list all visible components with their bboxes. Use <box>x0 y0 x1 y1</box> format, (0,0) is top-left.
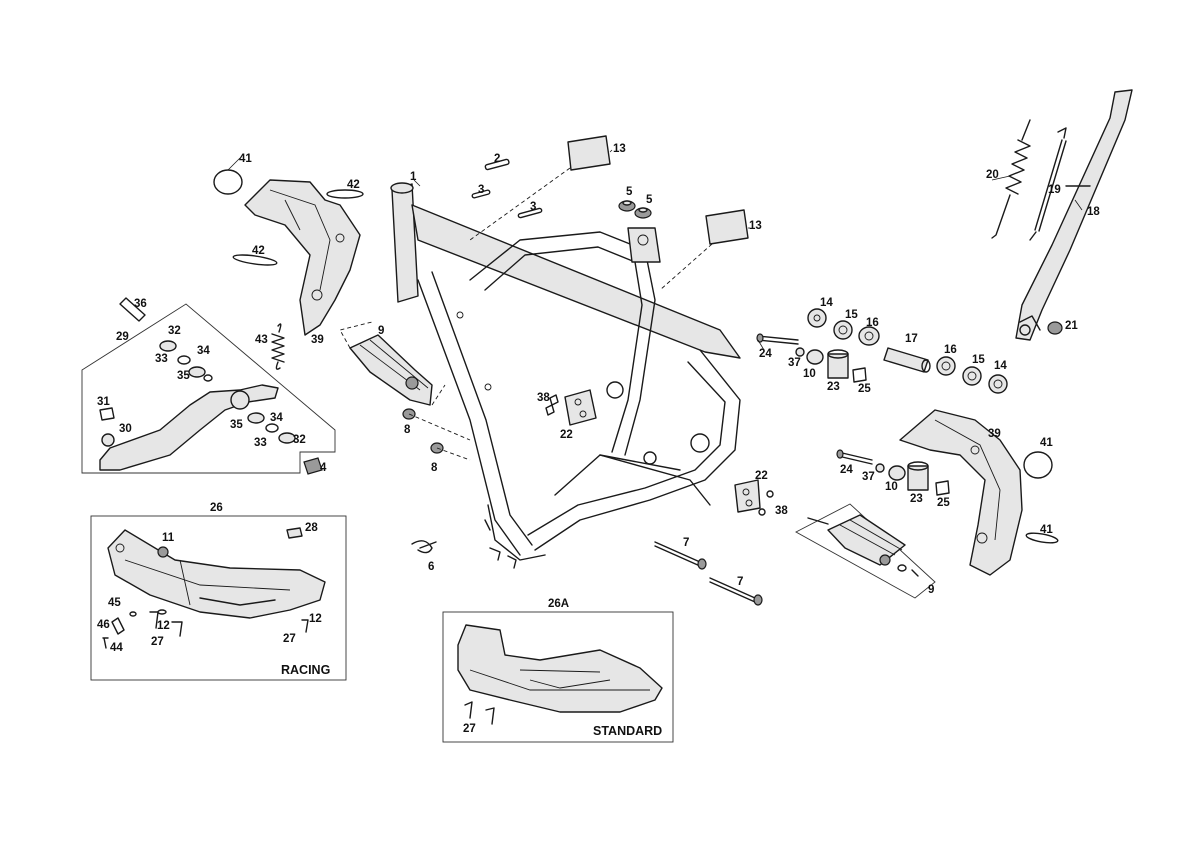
callout-23b: 23 <box>910 493 923 505</box>
callout-3b: 3 <box>530 201 536 213</box>
callout-42a: 42 <box>347 179 360 191</box>
callout-33a: 33 <box>155 353 168 365</box>
callout-8b: 8 <box>431 462 438 474</box>
callout-5a: 5 <box>626 186 633 198</box>
callout-23a: 23 <box>827 381 840 393</box>
callout-11: 11 <box>162 532 175 544</box>
callout-43: 43 <box>255 334 268 346</box>
callout-29: 29 <box>116 331 129 343</box>
callout-27a: 27 <box>151 636 164 648</box>
main-frame <box>390 182 741 561</box>
callout-1: 1 <box>410 171 417 183</box>
callout-4: 4 <box>320 462 327 474</box>
callout-7b: 7 <box>737 576 743 588</box>
callout-31: 31 <box>97 396 110 408</box>
bolts-7 <box>654 541 763 606</box>
callout-2: 2 <box>494 153 500 165</box>
callout-42b: 42 <box>252 245 265 257</box>
side-stand <box>991 89 1133 341</box>
callout-44: 44 <box>110 642 123 654</box>
right-footpeg <box>795 503 936 599</box>
callout-45: 45 <box>108 597 121 609</box>
callout-12b: 12 <box>309 613 322 625</box>
bracket-22-right <box>734 479 774 516</box>
nut-4 <box>303 457 323 475</box>
callout-10a: 10 <box>803 368 816 380</box>
skid-plate-standard <box>442 611 674 743</box>
callout-18: 18 <box>1087 206 1100 218</box>
callout-9b: 9 <box>928 584 934 596</box>
callout-25b: 25 <box>937 497 950 509</box>
callout-17: 17 <box>905 333 918 345</box>
callout-20: 20 <box>986 169 999 181</box>
callout-13b: 13 <box>749 220 762 232</box>
callout-5b: 5 <box>646 194 653 206</box>
caption-racing: RACING <box>281 663 330 677</box>
callout-14a: 14 <box>820 297 833 309</box>
callout-36: 36 <box>134 298 147 310</box>
callout-41c: 41 <box>1040 524 1053 536</box>
right-frame-guard <box>899 409 1059 576</box>
callout-37a: 37 <box>788 357 801 369</box>
callout-26: 26 <box>210 502 223 514</box>
callout-24a: 24 <box>759 348 772 360</box>
callout-41a: 41 <box>239 153 252 165</box>
callout-22b: 22 <box>755 470 768 482</box>
callout-37b: 37 <box>862 471 875 483</box>
callout-38b: 38 <box>775 505 788 517</box>
callout-21: 21 <box>1065 320 1078 332</box>
callout-32b: 32 <box>293 434 306 446</box>
gear-lever-group <box>81 297 336 474</box>
callout-3a: 3 <box>478 184 484 196</box>
callout-14b: 14 <box>994 360 1007 372</box>
callout-38a: 38 <box>537 392 550 404</box>
callout-24b: 24 <box>840 464 853 476</box>
callout-13a: 13 <box>613 143 626 155</box>
callout-41b: 41 <box>1040 437 1053 449</box>
callout-9a: 9 <box>378 325 384 337</box>
callout-27b: 27 <box>283 633 296 645</box>
decal-stickers <box>469 135 749 291</box>
callout-30: 30 <box>119 423 132 435</box>
bolts-8 <box>402 408 471 461</box>
skid-plate-racing <box>90 515 347 681</box>
callout-16b: 16 <box>944 344 957 356</box>
callout-8a: 8 <box>404 424 411 436</box>
callout-46: 46 <box>97 619 110 631</box>
callout-35a: 35 <box>177 370 190 382</box>
left-footpeg <box>339 321 446 406</box>
pins-and-nuts <box>471 158 652 219</box>
callout-28: 28 <box>305 522 318 534</box>
callout-16a: 16 <box>866 317 879 329</box>
callout-labels: 1 2 3 3 13 5 5 13 41 42 42 36 29 39 43 9… <box>97 143 1100 738</box>
callout-26A: 26A <box>548 598 569 610</box>
callout-33b: 33 <box>254 437 267 449</box>
callout-15b: 15 <box>972 354 985 366</box>
callout-7a: 7 <box>683 537 689 549</box>
callout-27c: 27 <box>463 723 476 735</box>
callout-10b: 10 <box>885 481 898 493</box>
left-frame-guard <box>213 157 364 336</box>
callout-19: 19 <box>1048 184 1061 196</box>
pivot-hardware-upper <box>756 308 1008 394</box>
leader-lines <box>413 149 1083 351</box>
callout-22a: 22 <box>560 429 573 441</box>
callout-34b: 34 <box>270 412 283 424</box>
callout-35b: 35 <box>230 419 243 431</box>
callout-39b: 39 <box>988 428 1001 440</box>
callout-6: 6 <box>428 561 434 573</box>
callout-15a: 15 <box>845 309 858 321</box>
callout-34a: 34 <box>197 345 210 357</box>
callout-12a: 12 <box>157 620 170 632</box>
bracket-22-left <box>545 389 597 426</box>
spring-43 <box>271 323 285 370</box>
caption-standard: STANDARD <box>593 724 662 738</box>
callout-32a: 32 <box>168 325 181 337</box>
spring-6 <box>411 540 437 554</box>
pivot-hardware-lower <box>836 449 950 496</box>
small-clips <box>489 547 517 569</box>
callout-39a: 39 <box>311 334 324 346</box>
callout-25a: 25 <box>858 383 871 395</box>
